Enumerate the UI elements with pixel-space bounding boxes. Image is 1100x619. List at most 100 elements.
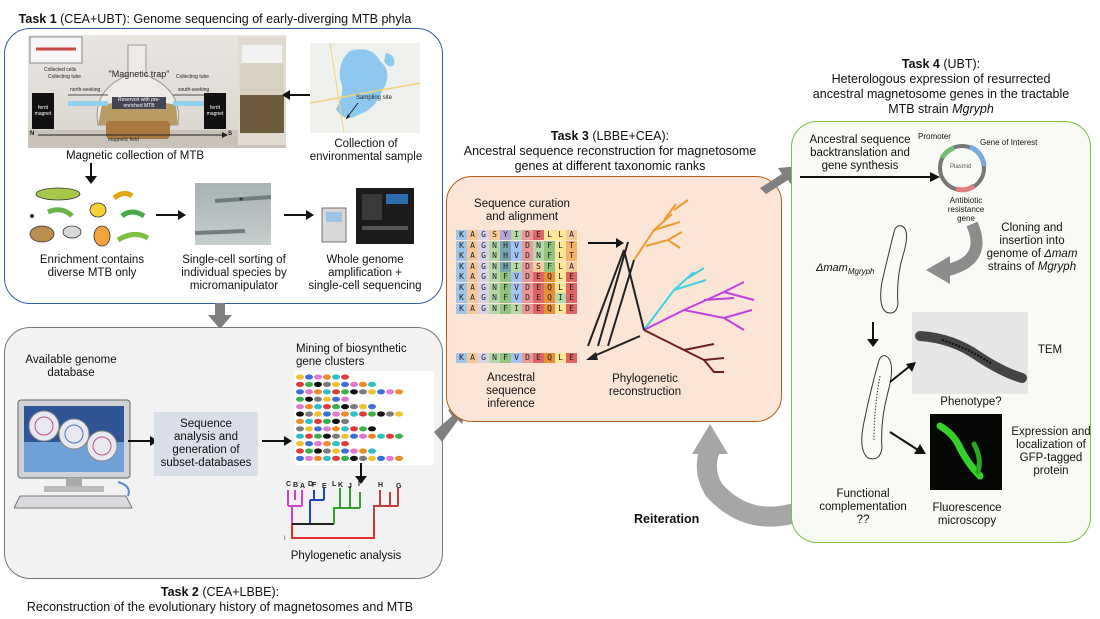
complemented-cell-outline [861, 355, 892, 460]
arrow-analysis-to-mining [262, 436, 292, 446]
gene-mark [332, 396, 340, 402]
north-seeking-label: north-seeking [70, 87, 101, 93]
residue: D [522, 353, 533, 363]
residue: E [533, 230, 544, 240]
gene-mark [314, 441, 322, 447]
gene-mark [350, 381, 358, 387]
residue: A [467, 240, 478, 251]
gene-mark [296, 433, 304, 439]
gene-mark [332, 404, 340, 410]
residue: V [511, 272, 522, 282]
residue: E [533, 272, 544, 282]
gene-mark [296, 396, 304, 402]
gene-mark [341, 418, 349, 424]
gene-mark [377, 433, 385, 439]
tree-tip-label: F [312, 482, 317, 489]
gene-mark [305, 374, 313, 380]
phylogenetic-analysis-label: Phylogenetic analysis [290, 550, 402, 562]
gene-mark [332, 418, 340, 424]
magnetic-trap-photo: "Magnetic trap" Collected cells Collecti… [28, 35, 286, 148]
gene-mark [305, 455, 313, 461]
residue: E [533, 293, 544, 303]
gene-mark [296, 411, 304, 417]
gene-mark [323, 455, 331, 461]
residue: D [522, 272, 533, 282]
gene-mark [368, 426, 376, 432]
residue: A [467, 293, 478, 303]
residue: N [489, 251, 500, 261]
residue: S [533, 261, 544, 272]
residue: L [555, 272, 566, 282]
plasmid-promoter-label: Promoter [918, 132, 951, 141]
residue: G [478, 230, 489, 240]
residue: K [456, 303, 467, 314]
gene-mark [377, 389, 385, 395]
residue: E [566, 303, 577, 314]
micromanipulator-photo [195, 183, 271, 245]
gene-mark [341, 411, 349, 417]
residue: H [500, 261, 511, 272]
gene-mark [314, 404, 322, 410]
residue: Q [544, 282, 555, 293]
residue: F [500, 353, 511, 363]
gene-mark [314, 374, 322, 380]
residue: N [533, 251, 544, 261]
residue: K [456, 353, 467, 363]
residue: K [456, 251, 467, 261]
gene-mark [305, 396, 313, 402]
task3-title: Task 3 (LBBE+CEA): [550, 129, 670, 143]
residue: G [478, 303, 489, 314]
arrow-mutant-down [867, 322, 879, 347]
gene-mark [332, 433, 340, 439]
sampling-map: Sampling site [310, 43, 420, 133]
residue: E [533, 282, 544, 293]
residue: V [511, 240, 522, 251]
residue: K [456, 261, 467, 272]
residue: L [555, 240, 566, 251]
mutant-label: ΔmamMgryph [816, 262, 875, 277]
residue: F [500, 272, 511, 282]
gene-mark [296, 441, 304, 447]
gene-mark [332, 426, 340, 432]
gene-clusters-icon [294, 371, 434, 465]
gene-mark [323, 411, 331, 417]
residue: F [544, 251, 555, 261]
plasmid-goi-label: Gene of Interest [980, 138, 1038, 147]
residue: H [500, 251, 511, 261]
gene-mark [350, 455, 358, 461]
residue: V [511, 353, 522, 363]
residue: F [500, 282, 511, 293]
arrow-sorting-to-sequencing [284, 210, 314, 220]
residue: E [566, 282, 577, 293]
task3-phylogenetic-tree [586, 199, 755, 373]
tree-tip-label: I [358, 481, 360, 488]
gene-mark [323, 381, 331, 387]
gene-mark [296, 389, 304, 395]
magnetic-collection-label: Magnetic collection of MTB [65, 150, 205, 162]
residue: H [500, 240, 511, 251]
residue: T [566, 240, 577, 251]
tree-tip-label: B [293, 482, 298, 489]
task1-title: Task 1 (CEA+UBT): Genome sequencing of e… [18, 12, 412, 26]
gene-mark [323, 448, 331, 454]
gene-mark [359, 426, 367, 432]
gene-mark [314, 448, 322, 454]
gene-mark [386, 433, 394, 439]
residue: A [467, 303, 478, 314]
arrow-to-tem [889, 362, 916, 383]
residue: A [467, 261, 478, 272]
gene-mark [323, 418, 331, 424]
